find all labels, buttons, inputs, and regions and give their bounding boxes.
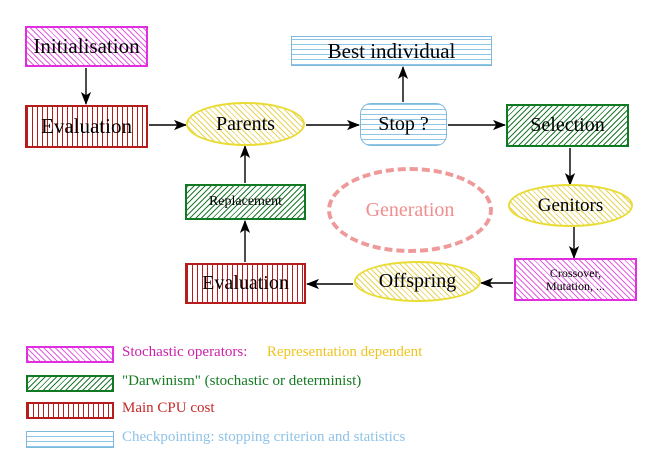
legend-label-darwinism: "Darwinism" (stochastic or determinist) [122, 373, 362, 389]
node-initialisation-label: Initialisation [33, 34, 140, 59]
legend-row-stochastic-operators: Stochastic operators: Representation dep… [122, 344, 422, 361]
node-best-individual-label: Best individual [327, 38, 456, 63]
legend-swatch-darwinism [26, 375, 114, 392]
legend-swatch-stochastic-operators [26, 346, 114, 363]
node-crossover-mutation-label: Crossover, Mutation, ... [546, 265, 605, 293]
node-initialisation[interactable]: Initialisation [25, 26, 148, 67]
node-offspring[interactable]: Offspring [354, 261, 481, 302]
legend-swatch-main-cpu-cost [26, 402, 114, 419]
node-generation-cycle: Generation [327, 167, 493, 253]
node-genitors[interactable]: Genitors [508, 184, 633, 227]
node-evaluation-bottom-label: Evaluation [202, 272, 289, 294]
legend-label-representation-dependent: Representation dependent [266, 344, 423, 360]
node-evaluation-top-label: Evaluation [41, 114, 132, 139]
node-evaluation-top[interactable]: Evaluation [25, 105, 148, 148]
node-replacement-label: Replacement [208, 193, 283, 209]
node-evaluation-bottom[interactable]: Evaluation [185, 263, 306, 304]
node-genitors-label: Genitors [537, 194, 604, 216]
node-replacement[interactable]: Replacement [185, 184, 306, 220]
node-crossover-mutation[interactable]: Crossover, Mutation, ... [514, 258, 637, 301]
node-stop[interactable]: Stop ? [360, 103, 447, 146]
legend-label-checkpointing: Checkpointing: stopping criterion and st… [122, 429, 406, 445]
node-stop-label: Stop ? [378, 113, 429, 135]
legend-label-stochastic-operators: Stochastic operators: [122, 344, 248, 360]
node-best-individual[interactable]: Best individual [291, 36, 492, 66]
node-generation-label: Generation [365, 198, 455, 221]
node-parents[interactable]: Parents [186, 102, 305, 146]
node-parents-label: Parents [216, 112, 275, 135]
node-offspring-label: Offspring [378, 270, 457, 292]
legend-label-main-cpu-cost: Main CPU cost [122, 400, 215, 416]
legend-swatch-checkpointing [26, 431, 114, 448]
node-selection-label: Selection [530, 114, 605, 136]
node-selection[interactable]: Selection [506, 104, 629, 147]
